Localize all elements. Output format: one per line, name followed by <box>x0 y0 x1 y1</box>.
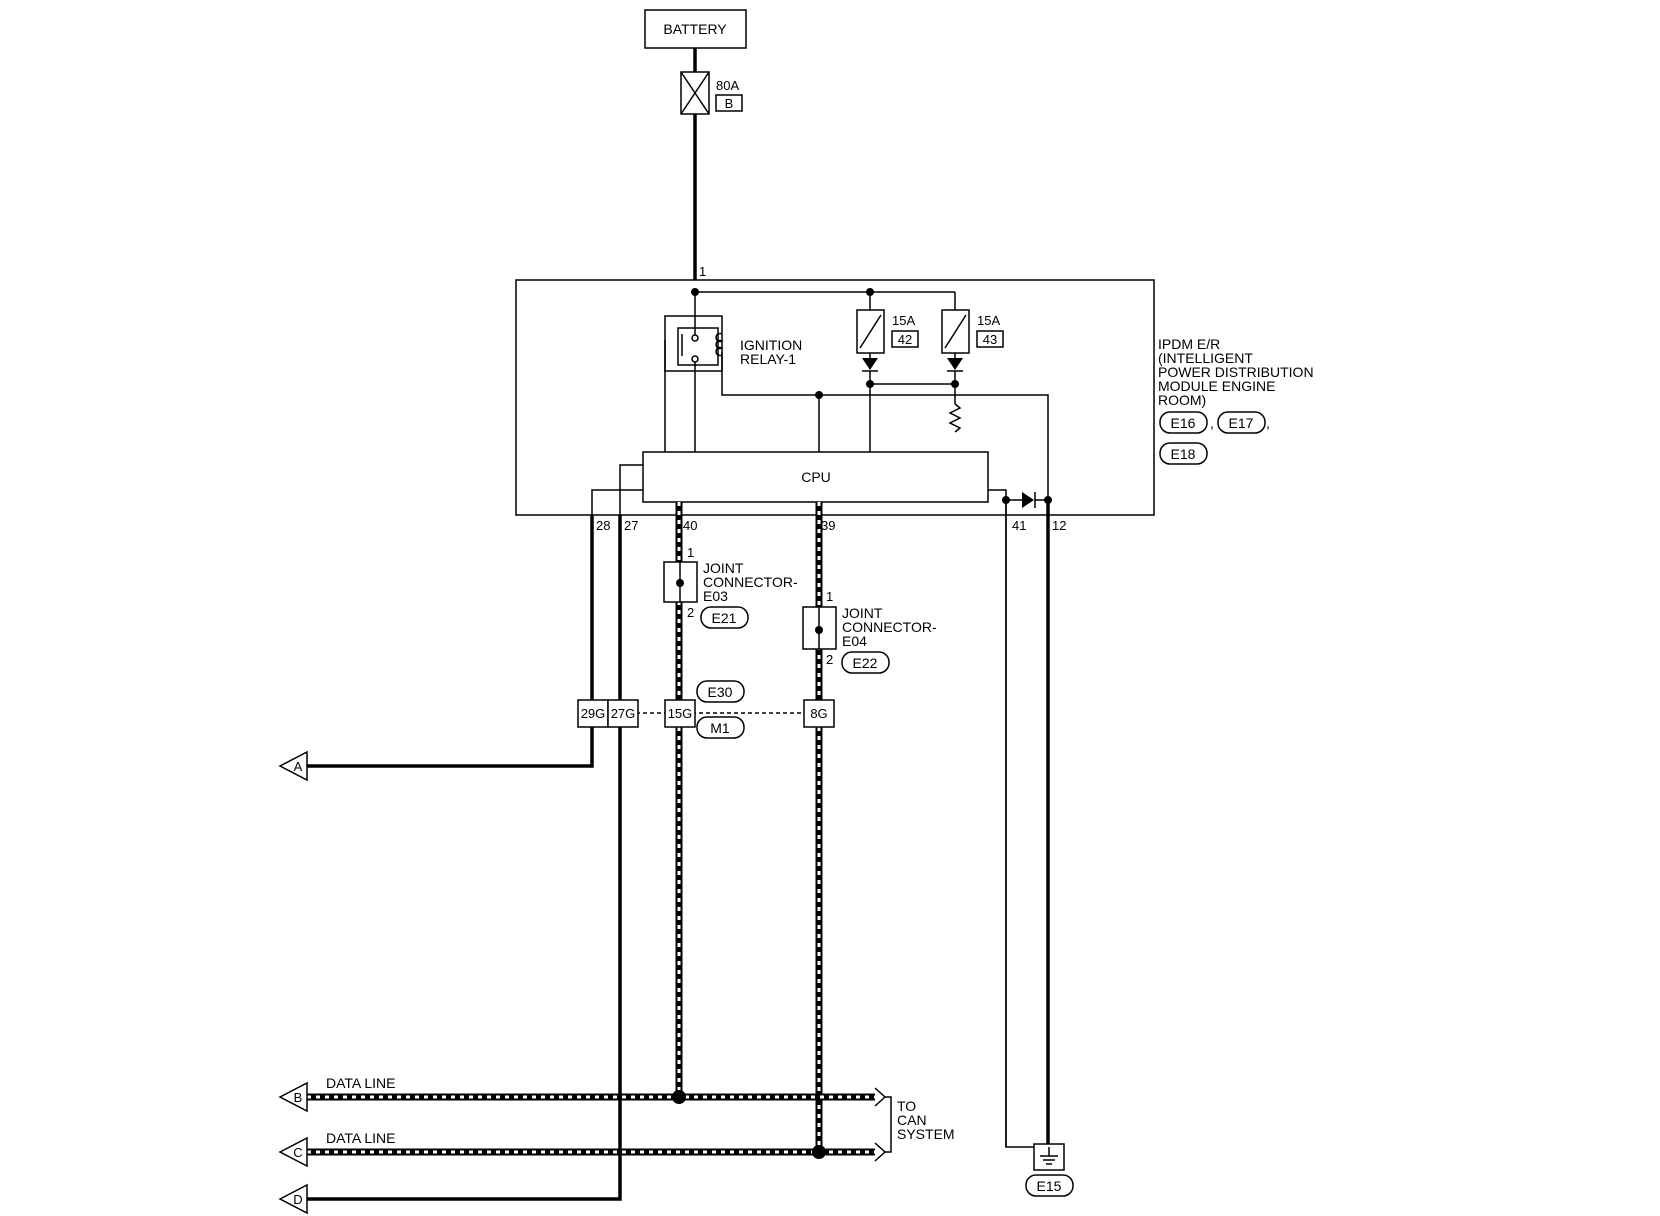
svg-text:27G: 27G <box>611 706 636 721</box>
svg-text:E17: E17 <box>1229 415 1254 431</box>
svg-text:E30: E30 <box>708 684 733 700</box>
joint-e03-pin-bottom: 2 <box>687 605 694 620</box>
to-can-system-label: TO CAN SYSTEM <box>897 1098 955 1142</box>
svg-text:C: C <box>293 1145 302 1160</box>
joint-e04-label: JOINT CONNECTOR- E04 <box>842 605 941 649</box>
arrow-b-icon <box>874 1087 887 1107</box>
terminal-12: 12 <box>1052 518 1066 533</box>
fuse-43-id-box <box>976 330 1004 348</box>
harness-connector-e30: E30 <box>696 680 745 703</box>
arrow-c-icon <box>874 1142 887 1162</box>
can-junction-c <box>812 1145 826 1159</box>
ipdm-connector-e16: E16 <box>1159 411 1208 434</box>
fuse-42-id-box <box>891 330 919 348</box>
svg-text:E22: E22 <box>853 655 878 671</box>
wire-relay-coil-bus <box>721 352 1049 498</box>
terminal-1: 1 <box>699 264 706 279</box>
terminal-28: 28 <box>596 518 610 533</box>
battery-label: BATTERY <box>663 21 727 37</box>
ipdm-connector-e18: E18 <box>1159 442 1208 465</box>
harness-connector-m1: M1 <box>696 716 745 739</box>
joint-e03-label: JOINT CONNECTOR- E03 <box>703 560 802 604</box>
offpage-connector-a: A <box>278 750 308 782</box>
joint-e03-connector-e21: E21 <box>700 606 749 629</box>
joint-e04-dot <box>815 626 823 634</box>
terminal-40: 40 <box>683 518 697 533</box>
ipdm-label: IPDM E/R (INTELLIGENT POWER DISTRIBUTION… <box>1158 336 1317 408</box>
joint-e04-connector-e22: E22 <box>841 651 890 674</box>
fuse-42-rating: 15A <box>892 313 915 328</box>
svg-text:E21: E21 <box>712 610 737 626</box>
ground-icon <box>1040 1147 1058 1165</box>
can-bracket <box>885 1096 892 1153</box>
cpu-box <box>642 451 989 503</box>
svg-text:E16: E16 <box>1171 415 1196 431</box>
resistor-icon <box>948 403 962 433</box>
offpage-connector-b: B <box>278 1081 308 1113</box>
ignition-relay-label: IGNITION RELAY-1 <box>740 337 806 367</box>
svg-text:15G: 15G <box>668 706 693 721</box>
svg-text:E15: E15 <box>1037 1178 1062 1194</box>
svg-text:8G: 8G <box>810 706 827 721</box>
wire-28-to-a <box>307 515 594 768</box>
offpage-connector-c: C <box>278 1136 308 1168</box>
fuse-43-rating: 15A <box>977 313 1000 328</box>
fuse-43-id: 43 <box>983 332 997 347</box>
wire-27-to-d <box>307 515 622 1201</box>
terminal-27: 27 <box>624 518 638 533</box>
ground-connector-e15: E15 <box>1025 1174 1074 1197</box>
svg-text:A: A <box>294 759 303 774</box>
diode-42-icon <box>862 358 878 370</box>
joint-e03-dot <box>676 579 684 587</box>
terminal-41: 41 <box>1012 518 1026 533</box>
relay-coil-icon <box>715 332 724 357</box>
ipdm-connector-e17: E17 <box>1217 411 1266 434</box>
svg-text:29G: 29G <box>581 706 606 721</box>
harness-pin-8g: 8G <box>803 699 835 728</box>
joint-e03-pin-top: 1 <box>687 545 694 560</box>
ipdm-comma-1: , <box>1210 415 1214 431</box>
wire-cpu-41 <box>988 489 1038 1148</box>
diode-43-icon <box>947 358 963 370</box>
main-fuse-symbol <box>680 71 710 115</box>
data-line-c-label: DATA LINE <box>326 1130 396 1146</box>
harness-pin-15g: 15G <box>664 699 696 728</box>
offpage-connector-d: D <box>278 1183 308 1215</box>
fuse-43-symbol <box>941 309 970 354</box>
main-fuse-id-box <box>715 94 743 112</box>
svg-text:B: B <box>294 1090 303 1105</box>
battery-box <box>644 9 747 49</box>
data-line-b-label: DATA LINE <box>326 1075 396 1091</box>
main-fuse-id: B <box>725 96 734 111</box>
junction-dot-4 <box>866 380 874 388</box>
can-junction-b <box>672 1090 686 1104</box>
fuse-42-symbol <box>856 309 885 354</box>
ipdm-comma-2: , <box>1266 415 1270 431</box>
terminal-39: 39 <box>821 518 835 533</box>
diode-41-icon <box>1022 492 1034 508</box>
cpu-label: CPU <box>801 469 831 485</box>
ignition-relay-body <box>677 327 719 366</box>
joint-e04-pin-top: 1 <box>826 589 833 604</box>
fuse-42-id: 42 <box>898 332 912 347</box>
svg-text:E18: E18 <box>1171 446 1196 462</box>
harness-pin-27g: 27G <box>607 699 639 728</box>
svg-text:M1: M1 <box>710 720 730 736</box>
joint-e04-pin-bottom: 2 <box>826 652 833 667</box>
main-fuse-rating: 80A <box>716 78 739 93</box>
harness-pin-29g: 29G <box>577 699 609 728</box>
svg-text:D: D <box>293 1192 302 1207</box>
